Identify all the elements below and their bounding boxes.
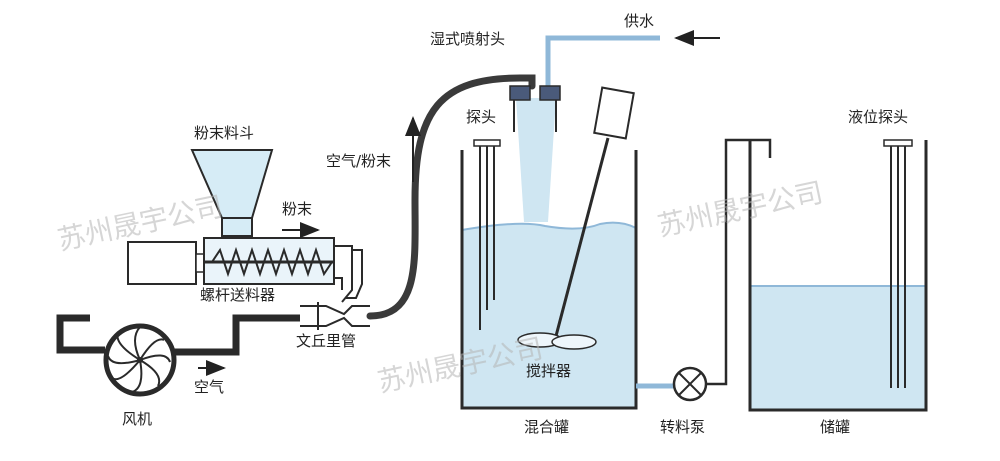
label-probe: 探头: [466, 108, 496, 126]
storage-tank-wall: [748, 140, 928, 412]
water-supply-pipe: [545, 35, 660, 86]
wet-spray-head: [509, 85, 561, 222]
label-storage-tank: 储罐: [820, 418, 850, 436]
feeder-screw: [211, 246, 333, 278]
label-powder: 粉末: [282, 200, 312, 218]
level-probe: [883, 139, 913, 388]
label-air: 空气: [194, 378, 224, 396]
agitator-shaft: [554, 137, 610, 337]
label-spray-head: 湿式喷射头: [430, 30, 505, 48]
powder-hopper: [190, 149, 274, 237]
label-venturi: 文丘里管: [296, 332, 356, 350]
storage-tank-liquid: [750, 286, 926, 410]
blower-fan-blades: [107, 326, 171, 393]
agitator-blade-right: [551, 334, 597, 350]
pump-discharge-pipe: [706, 138, 772, 386]
mixing-tank-probe: [473, 139, 501, 330]
screw-feeder: [127, 237, 353, 303]
blower-intake-pipe: [56, 314, 105, 354]
storage-tank: [748, 140, 928, 412]
label-blower: 风机: [122, 410, 152, 428]
agitator: [517, 86, 635, 350]
label-screw-feeder: 螺杆送料器: [200, 286, 275, 304]
feeder-motor: [127, 241, 197, 285]
mixing-tank-wall: [460, 150, 638, 410]
label-agitator: 搅拌器: [526, 362, 571, 380]
label-transfer-pump: 转料泵: [660, 418, 705, 436]
conveying-hose: [366, 74, 536, 320]
venturi-tube: [300, 249, 370, 330]
label-level-probe: 液位探头: [848, 108, 908, 126]
label-powder-hopper: 粉末料斗: [194, 124, 254, 142]
watermark-right: 苏州晟宇公司: [655, 176, 826, 243]
blower: [56, 314, 300, 397]
label-mixing-tank: 混合罐: [524, 418, 569, 436]
air-supply-pipe: [174, 314, 300, 356]
mixing-tank: [460, 150, 638, 410]
mixing-tank-liquid: [462, 222, 636, 408]
label-air-powder: 空气/粉末: [326, 152, 391, 170]
transfer-pump: [672, 366, 708, 402]
label-supply-water: 供水: [624, 12, 654, 30]
agitator-motor: [593, 86, 635, 140]
